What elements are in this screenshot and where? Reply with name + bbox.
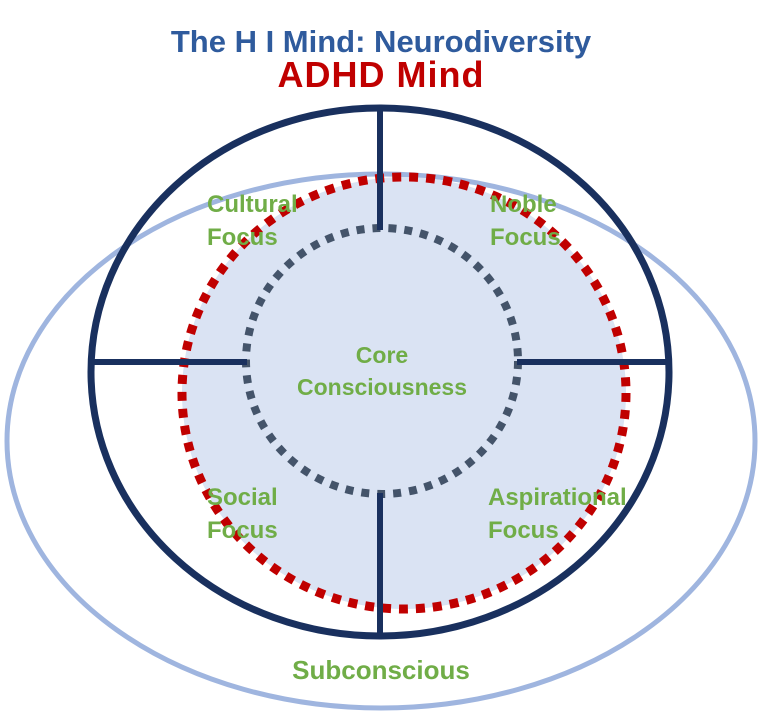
label-noble-focus-line2: Focus [490, 224, 561, 251]
label-core-consciousness-line2: Consciousness [297, 374, 467, 400]
page-subtitle: ADHD Mind [278, 54, 485, 95]
label-social-focus-line1: Social [207, 484, 278, 511]
mind-circle [87, 104, 673, 640]
label-aspirational-focus-line1: Aspirational [488, 484, 627, 511]
adhd-boundary-dotted-ellipse [177, 172, 631, 614]
label-cultural-focus-line1: Cultural [207, 191, 298, 218]
label-social-focus-line2: Focus [207, 517, 278, 544]
label-noble-focus-line1: Noble [490, 191, 557, 218]
page-title: The H I Mind: Neurodiversity [171, 24, 592, 59]
label-aspirational-focus-line2: Focus [488, 517, 559, 544]
label-subconscious: Subconscious [292, 655, 470, 685]
label-core-consciousness-line1: Core [356, 342, 408, 368]
label-cultural-focus-line2: Focus [207, 224, 278, 251]
